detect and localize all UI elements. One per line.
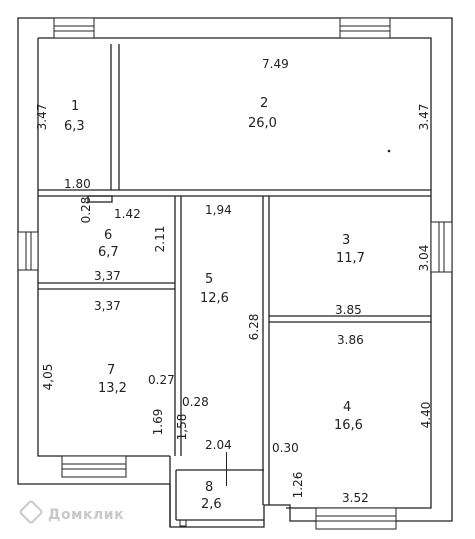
dot [387, 149, 391, 153]
dim-room7-height: 4,05 [41, 363, 55, 391]
dim-room3-height: 3.04 [417, 244, 431, 272]
watermark-logo: Домклик [18, 499, 125, 525]
outer-wall [17, 17, 453, 528]
window-bottom-right [315, 507, 397, 530]
dim-room1-width: 1.80 [64, 177, 91, 191]
dim-room3-width: 3.85 [335, 303, 362, 317]
dim-room2-height: 3.47 [417, 103, 431, 131]
wall-stub [87, 195, 113, 203]
window-top-left [53, 17, 95, 39]
room-4-number: 4 [343, 400, 352, 415]
room-8-number: 8 [205, 480, 214, 495]
dim-wall-158: 1,58 [175, 413, 189, 441]
dim-wall-027: 0.27 [148, 373, 175, 387]
window-bottom-left [61, 455, 127, 478]
dim-room4-width: 3.86 [337, 333, 364, 347]
dim-wall-028: 0.28 [182, 395, 209, 409]
room-5-number: 5 [205, 272, 214, 287]
dim-wall-030: 0.30 [272, 441, 299, 455]
room-1-number: 1 [71, 99, 80, 114]
room-3-area: 11,7 [336, 251, 365, 266]
dim-wall-126: 1.26 [291, 471, 305, 499]
room-8-area: 2,6 [201, 497, 222, 512]
room-5-area: 12,6 [200, 291, 229, 306]
domclick-logo-icon [18, 499, 44, 525]
room-2-number: 2 [260, 96, 269, 111]
room-7-number: 7 [107, 363, 116, 378]
dim-wall-028a: 0.28 [79, 196, 93, 224]
dim-room8-width: 2.04 [205, 438, 232, 452]
dim-room1-height: 3.47 [35, 103, 49, 131]
dim-room6-width: 3,37 [94, 269, 121, 283]
watermark-text: Домклик [48, 507, 125, 523]
dim-stub-width: 1.42 [114, 207, 141, 221]
step [179, 519, 187, 527]
room-7-area: 13,2 [98, 381, 127, 396]
door-line [226, 452, 227, 486]
room-6-area: 6,7 [98, 245, 119, 260]
dim-room6-height: 2.11 [153, 225, 167, 253]
window-left [17, 231, 39, 271]
room-6-number: 6 [104, 228, 113, 243]
window-top-right [339, 17, 391, 39]
room-3-number: 3 [342, 233, 351, 248]
dim-room4-height: 4.40 [419, 401, 433, 429]
dim-room2-width: 7.49 [262, 57, 289, 71]
dim-corridor-width: 1,94 [205, 203, 232, 217]
dim-wall-169: 1.69 [151, 408, 165, 436]
room-1-area: 6,3 [64, 119, 85, 134]
room-4-area: 16,6 [334, 418, 363, 433]
dim-room7-width: 3,37 [94, 299, 121, 313]
room-2-area: 26,0 [248, 116, 277, 131]
dim-corridor-length: 6.28 [247, 313, 261, 341]
window-right [430, 221, 453, 273]
dim-room4-bottom: 3.52 [342, 491, 369, 505]
